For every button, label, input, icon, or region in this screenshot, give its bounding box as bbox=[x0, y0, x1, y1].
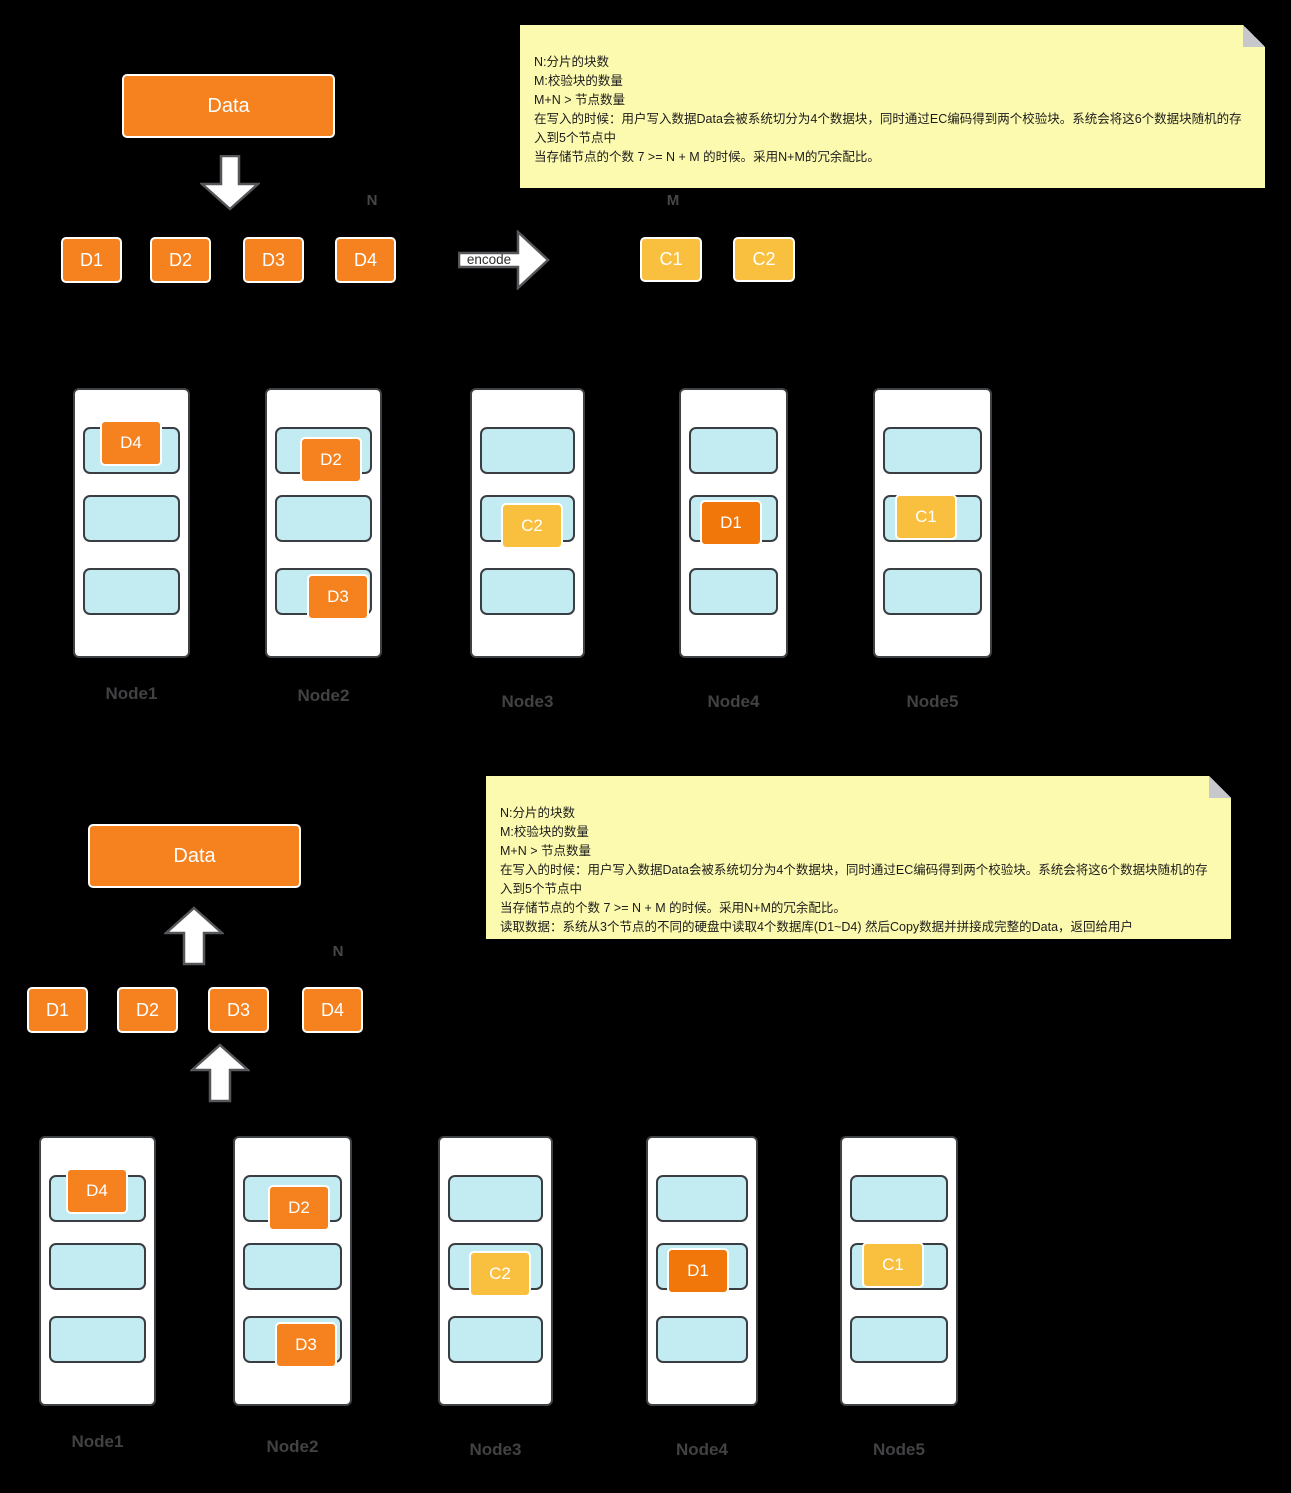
data-box: Data bbox=[122, 74, 335, 138]
node-label: Node2 bbox=[297, 686, 350, 705]
stored-block-d3: D3 bbox=[275, 1322, 337, 1368]
disk bbox=[83, 568, 180, 615]
disk bbox=[883, 427, 982, 474]
data-chunk-d4: D4 bbox=[302, 987, 363, 1033]
parity-chunk-c1: C1 bbox=[640, 237, 702, 282]
data-chunk-d4: D4 bbox=[335, 237, 396, 283]
read-node5: C1 bbox=[840, 1136, 958, 1406]
encode-arrow-icon: encode bbox=[458, 230, 550, 290]
disk bbox=[480, 427, 575, 474]
sticky-note-write: N:分片的块数 M:校验块的数量 M+N > 节点数量 在写入的时候：用户写入数… bbox=[520, 25, 1265, 188]
read-node2: D2 D3 bbox=[233, 1136, 352, 1406]
data-chunk-d2: D2 bbox=[150, 237, 211, 283]
data-box-label: Data bbox=[207, 94, 250, 117]
stored-block-c2: C2 bbox=[469, 1251, 531, 1297]
disk bbox=[83, 495, 180, 542]
stored-block-c1: C1 bbox=[895, 494, 957, 540]
stored-block-d1: D1 bbox=[667, 1248, 729, 1294]
node-label: Node3 bbox=[501, 692, 554, 711]
node-label: Node4 bbox=[707, 692, 760, 711]
data-chunk-d2: D2 bbox=[117, 987, 178, 1033]
folded-corner-icon bbox=[1243, 25, 1265, 47]
data-chunk-d3: D3 bbox=[243, 237, 304, 283]
write-node3: C2 bbox=[470, 388, 585, 658]
data-chunk-d1: D1 bbox=[27, 987, 88, 1033]
stored-block-d2: D2 bbox=[268, 1185, 330, 1231]
sticky-note-read: N:分片的块数 M:校验块的数量 M+N > 节点数量 在写入的时候：用户写入数… bbox=[486, 776, 1231, 939]
node-label: Node2 bbox=[266, 1437, 319, 1456]
note-text: N:分片的块数 M:校验块的数量 M+N > 节点数量 在写入的时候：用户写入数… bbox=[500, 806, 1208, 934]
node-label: Node1 bbox=[71, 1432, 124, 1451]
node-label: Node4 bbox=[676, 1440, 728, 1459]
node-label: Node3 bbox=[469, 1440, 522, 1459]
disk bbox=[275, 495, 372, 542]
n-count-label: N bbox=[332, 943, 344, 960]
data-box-label: Data bbox=[173, 844, 216, 867]
disk bbox=[883, 568, 982, 615]
stored-block-d3: D3 bbox=[307, 574, 369, 620]
write-node1: D4 bbox=[73, 388, 190, 658]
m-count-label: M bbox=[666, 192, 680, 209]
data-box: Data bbox=[88, 824, 301, 888]
disk bbox=[656, 1316, 748, 1363]
disk bbox=[689, 427, 778, 474]
stored-block-d4: D4 bbox=[100, 420, 162, 466]
note-text: N:分片的块数 M:校验块的数量 M+N > 节点数量 在写入的时候：用户写入数… bbox=[534, 55, 1242, 164]
encode-label: encode bbox=[466, 252, 512, 267]
read-node4: D1 bbox=[646, 1136, 758, 1406]
write-node4: D1 bbox=[679, 388, 788, 658]
split-arrow-down-icon bbox=[200, 155, 260, 211]
stored-block-c1: C1 bbox=[862, 1242, 924, 1288]
disk bbox=[448, 1316, 543, 1363]
incoming-arrow-up-icon bbox=[190, 1043, 250, 1103]
disk bbox=[448, 1175, 543, 1222]
node-label: Node5 bbox=[873, 1440, 925, 1459]
disk bbox=[49, 1316, 146, 1363]
disk bbox=[689, 568, 778, 615]
data-chunk-d3: D3 bbox=[208, 987, 269, 1033]
read-node3: C2 bbox=[438, 1136, 553, 1406]
data-chunk-d1: D1 bbox=[61, 237, 122, 283]
disk bbox=[656, 1175, 748, 1222]
write-node2: D2 D3 bbox=[265, 388, 382, 658]
stored-block-d1: D1 bbox=[700, 500, 762, 546]
disk bbox=[480, 568, 575, 615]
disk bbox=[49, 1243, 146, 1290]
stored-block-c2: C2 bbox=[501, 503, 563, 549]
disk bbox=[850, 1175, 948, 1222]
write-node5: C1 bbox=[873, 388, 992, 658]
read-node1: D4 bbox=[39, 1136, 156, 1406]
node-label: Node5 bbox=[906, 692, 959, 711]
disk bbox=[243, 1243, 342, 1290]
parity-chunk-c2: C2 bbox=[733, 237, 795, 282]
folded-corner-icon bbox=[1209, 776, 1231, 798]
merge-arrow-up-icon bbox=[164, 906, 224, 966]
disk bbox=[850, 1316, 948, 1363]
stored-block-d2: D2 bbox=[300, 437, 362, 483]
node-label: Node1 bbox=[105, 684, 158, 703]
stored-block-d4: D4 bbox=[66, 1168, 128, 1214]
n-count-label: N bbox=[366, 192, 378, 209]
